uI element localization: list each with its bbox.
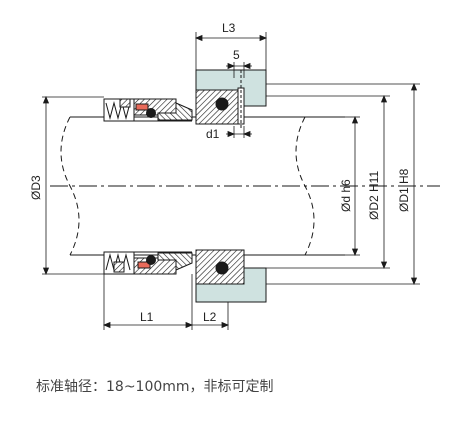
label-5: 5 [233,48,240,62]
rotating-seal-lower [103,251,193,275]
label-L3: L3 [222,21,236,35]
spring-upper-icon [105,101,131,120]
label-d1: d1 [206,127,220,141]
extension-lines [42,32,420,330]
stationary-seat-lower [195,249,267,303]
stationary-seat-upper [195,69,267,128]
rotating-seal-upper [103,98,193,122]
label-D2-H11: ØD2 H11 [367,171,381,220]
shaft-size-caption: 标准轴径：18~100mm，非标可定制 [36,379,274,395]
label-L1: L1 [140,310,154,324]
label-L2: L2 [203,310,217,324]
label-d-h6: Ød h6 [339,179,353,212]
dimension-lines [42,34,418,329]
label-D1-H8: ØD1 H8 [397,168,411,212]
label-D3: ØD3 [29,175,43,200]
spring-lower-icon [105,253,131,272]
